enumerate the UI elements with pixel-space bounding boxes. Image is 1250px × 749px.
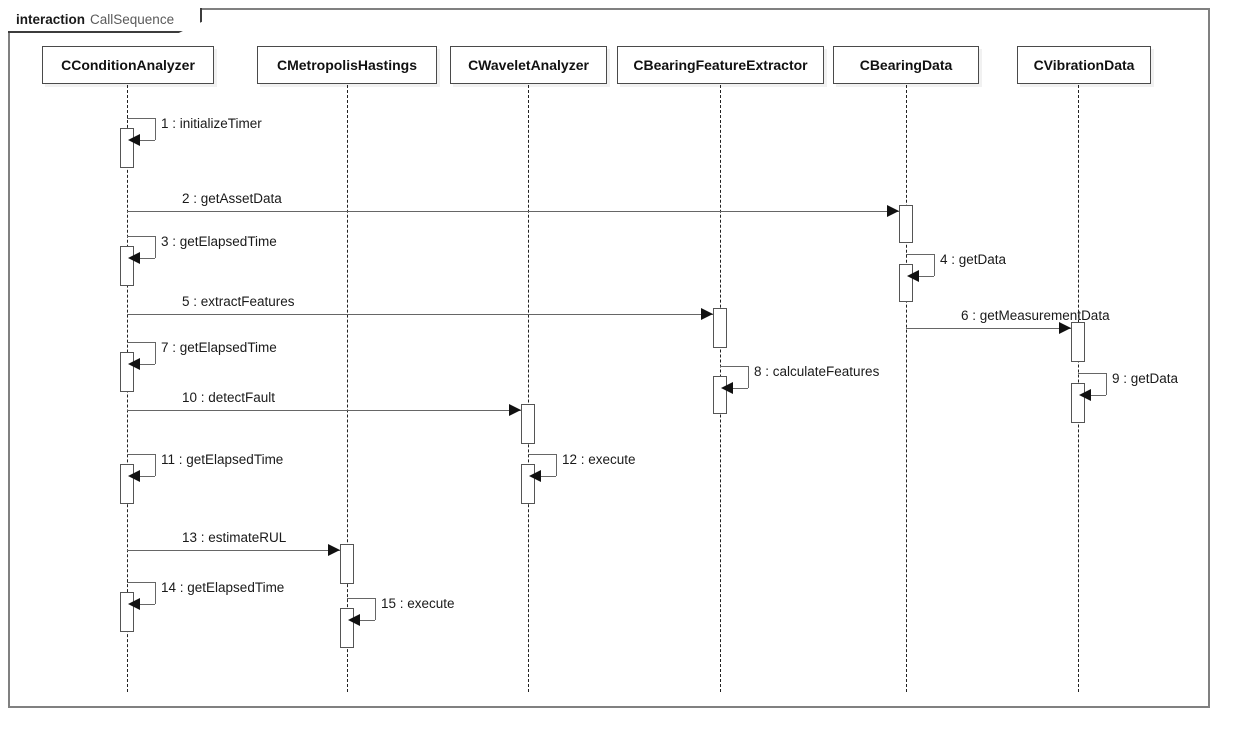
- self-message-right-15: [375, 598, 376, 620]
- message-line-13: [127, 550, 340, 551]
- message-arrowhead-13: [328, 544, 340, 556]
- message-line-2: [127, 211, 899, 212]
- message-arrowhead-2: [887, 205, 899, 217]
- self-message-arrowhead-7: [128, 358, 140, 370]
- self-message-top-9: [1078, 373, 1106, 374]
- message-label-11: 11 : getElapsedTime: [161, 452, 284, 467]
- message-label-14: 14 : getElapsedTime: [161, 580, 285, 595]
- message-label-2: 2 : getAssetData: [182, 191, 282, 206]
- lifeline-name: CWaveletAnalyzer: [468, 57, 589, 73]
- message-label-12: 12 : execute: [562, 452, 636, 467]
- lifeline-metro: [347, 85, 348, 692]
- message-line-10: [127, 410, 521, 411]
- lifeline-wavelet: [528, 85, 529, 692]
- self-message-bottom-9: [1091, 395, 1106, 396]
- lifeline-name: CBearingData: [859, 57, 953, 73]
- lifeline-head-vdata[interactable]: CVibrationData: [1017, 46, 1151, 84]
- message-arrowhead-5: [701, 308, 713, 320]
- self-message-right-7: [155, 342, 156, 364]
- self-message-top-1: [127, 118, 155, 119]
- self-message-right-9: [1106, 373, 1107, 395]
- self-message-bottom-12: [541, 476, 556, 477]
- message-label-6: 6 : getMeasurementData: [961, 308, 1110, 323]
- lifeline-name: CVibrationData: [1033, 57, 1135, 73]
- activation-bar-wavelet: [521, 404, 535, 444]
- message-label-15: 15 : execute: [381, 596, 455, 611]
- activation-bar-bdata: [899, 205, 913, 243]
- activation-bar-metro: [340, 544, 354, 584]
- self-message-bottom-8: [733, 388, 748, 389]
- self-message-right-1: [155, 118, 156, 140]
- message-label-1: 1 : initializeTimer: [161, 116, 262, 131]
- self-message-arrowhead-15: [348, 614, 360, 626]
- lifeline-name: CMetropolisHastings: [276, 57, 417, 73]
- message-label-4: 4 : getData: [940, 252, 1007, 267]
- lifeline-head-bfe[interactable]: CBearingFeatureExtractor: [617, 46, 824, 84]
- frame-keyword: interaction: [16, 12, 86, 27]
- lifeline-head-wavelet[interactable]: CWaveletAnalyzer: [450, 46, 607, 84]
- self-message-arrowhead-4: [907, 270, 919, 282]
- self-message-top-3: [127, 236, 155, 237]
- self-message-right-11: [155, 454, 156, 476]
- lifeline-name: CConditionAnalyzer: [61, 57, 195, 73]
- lifeline-head-cond[interactable]: CConditionAnalyzer: [42, 46, 214, 84]
- self-message-arrowhead-14: [128, 598, 140, 610]
- self-message-arrowhead-1: [128, 134, 140, 146]
- self-message-right-12: [556, 454, 557, 476]
- self-message-top-8: [720, 366, 748, 367]
- self-message-right-3: [155, 236, 156, 258]
- self-message-arrowhead-3: [128, 252, 140, 264]
- message-label-13: 13 : estimateRUL: [182, 530, 287, 545]
- self-message-arrowhead-12: [529, 470, 541, 482]
- self-message-bottom-3: [140, 258, 155, 259]
- message-label-5: 5 : extractFeatures: [182, 294, 295, 309]
- message-line-5: [127, 314, 713, 315]
- message-label-10: 10 : detectFault: [182, 390, 276, 405]
- self-message-top-15: [347, 598, 375, 599]
- self-message-top-4: [906, 254, 934, 255]
- self-message-bottom-14: [140, 604, 155, 605]
- self-message-bottom-1: [140, 140, 155, 141]
- self-message-right-14: [155, 582, 156, 604]
- message-arrowhead-10: [509, 404, 521, 416]
- lifeline-head-metro[interactable]: CMetropolisHastings: [257, 46, 437, 84]
- frame-tab-label: interaction CallSequence: [8, 8, 203, 33]
- self-message-top-7: [127, 342, 155, 343]
- lifeline-name: CBearingFeatureExtractor: [633, 57, 808, 73]
- message-line-6: [906, 328, 1071, 329]
- message-label-8: 8 : calculateFeatures: [754, 364, 880, 379]
- self-message-bottom-7: [140, 364, 155, 365]
- self-message-right-4: [934, 254, 935, 276]
- message-arrowhead-6: [1059, 322, 1071, 334]
- self-message-arrowhead-9: [1079, 389, 1091, 401]
- self-message-top-11: [127, 454, 155, 455]
- lifeline-head-bdata[interactable]: CBearingData: [833, 46, 979, 84]
- activation-bar-bfe: [713, 308, 727, 348]
- self-message-bottom-11: [140, 476, 155, 477]
- self-message-right-8: [748, 366, 749, 388]
- frame-name: CallSequence: [90, 12, 175, 27]
- self-message-arrowhead-11: [128, 470, 140, 482]
- self-message-bottom-4: [919, 276, 934, 277]
- interaction-frame: [8, 8, 1210, 708]
- lifeline-bdata: [906, 85, 907, 692]
- self-message-bottom-15: [360, 620, 375, 621]
- message-label-9: 9 : getData: [1112, 371, 1179, 386]
- activation-bar-vdata: [1071, 322, 1085, 362]
- self-message-top-14: [127, 582, 155, 583]
- message-label-3: 3 : getElapsedTime: [161, 234, 277, 249]
- self-message-top-12: [528, 454, 556, 455]
- self-message-arrowhead-8: [721, 382, 733, 394]
- message-label-7: 7 : getElapsedTime: [161, 340, 277, 355]
